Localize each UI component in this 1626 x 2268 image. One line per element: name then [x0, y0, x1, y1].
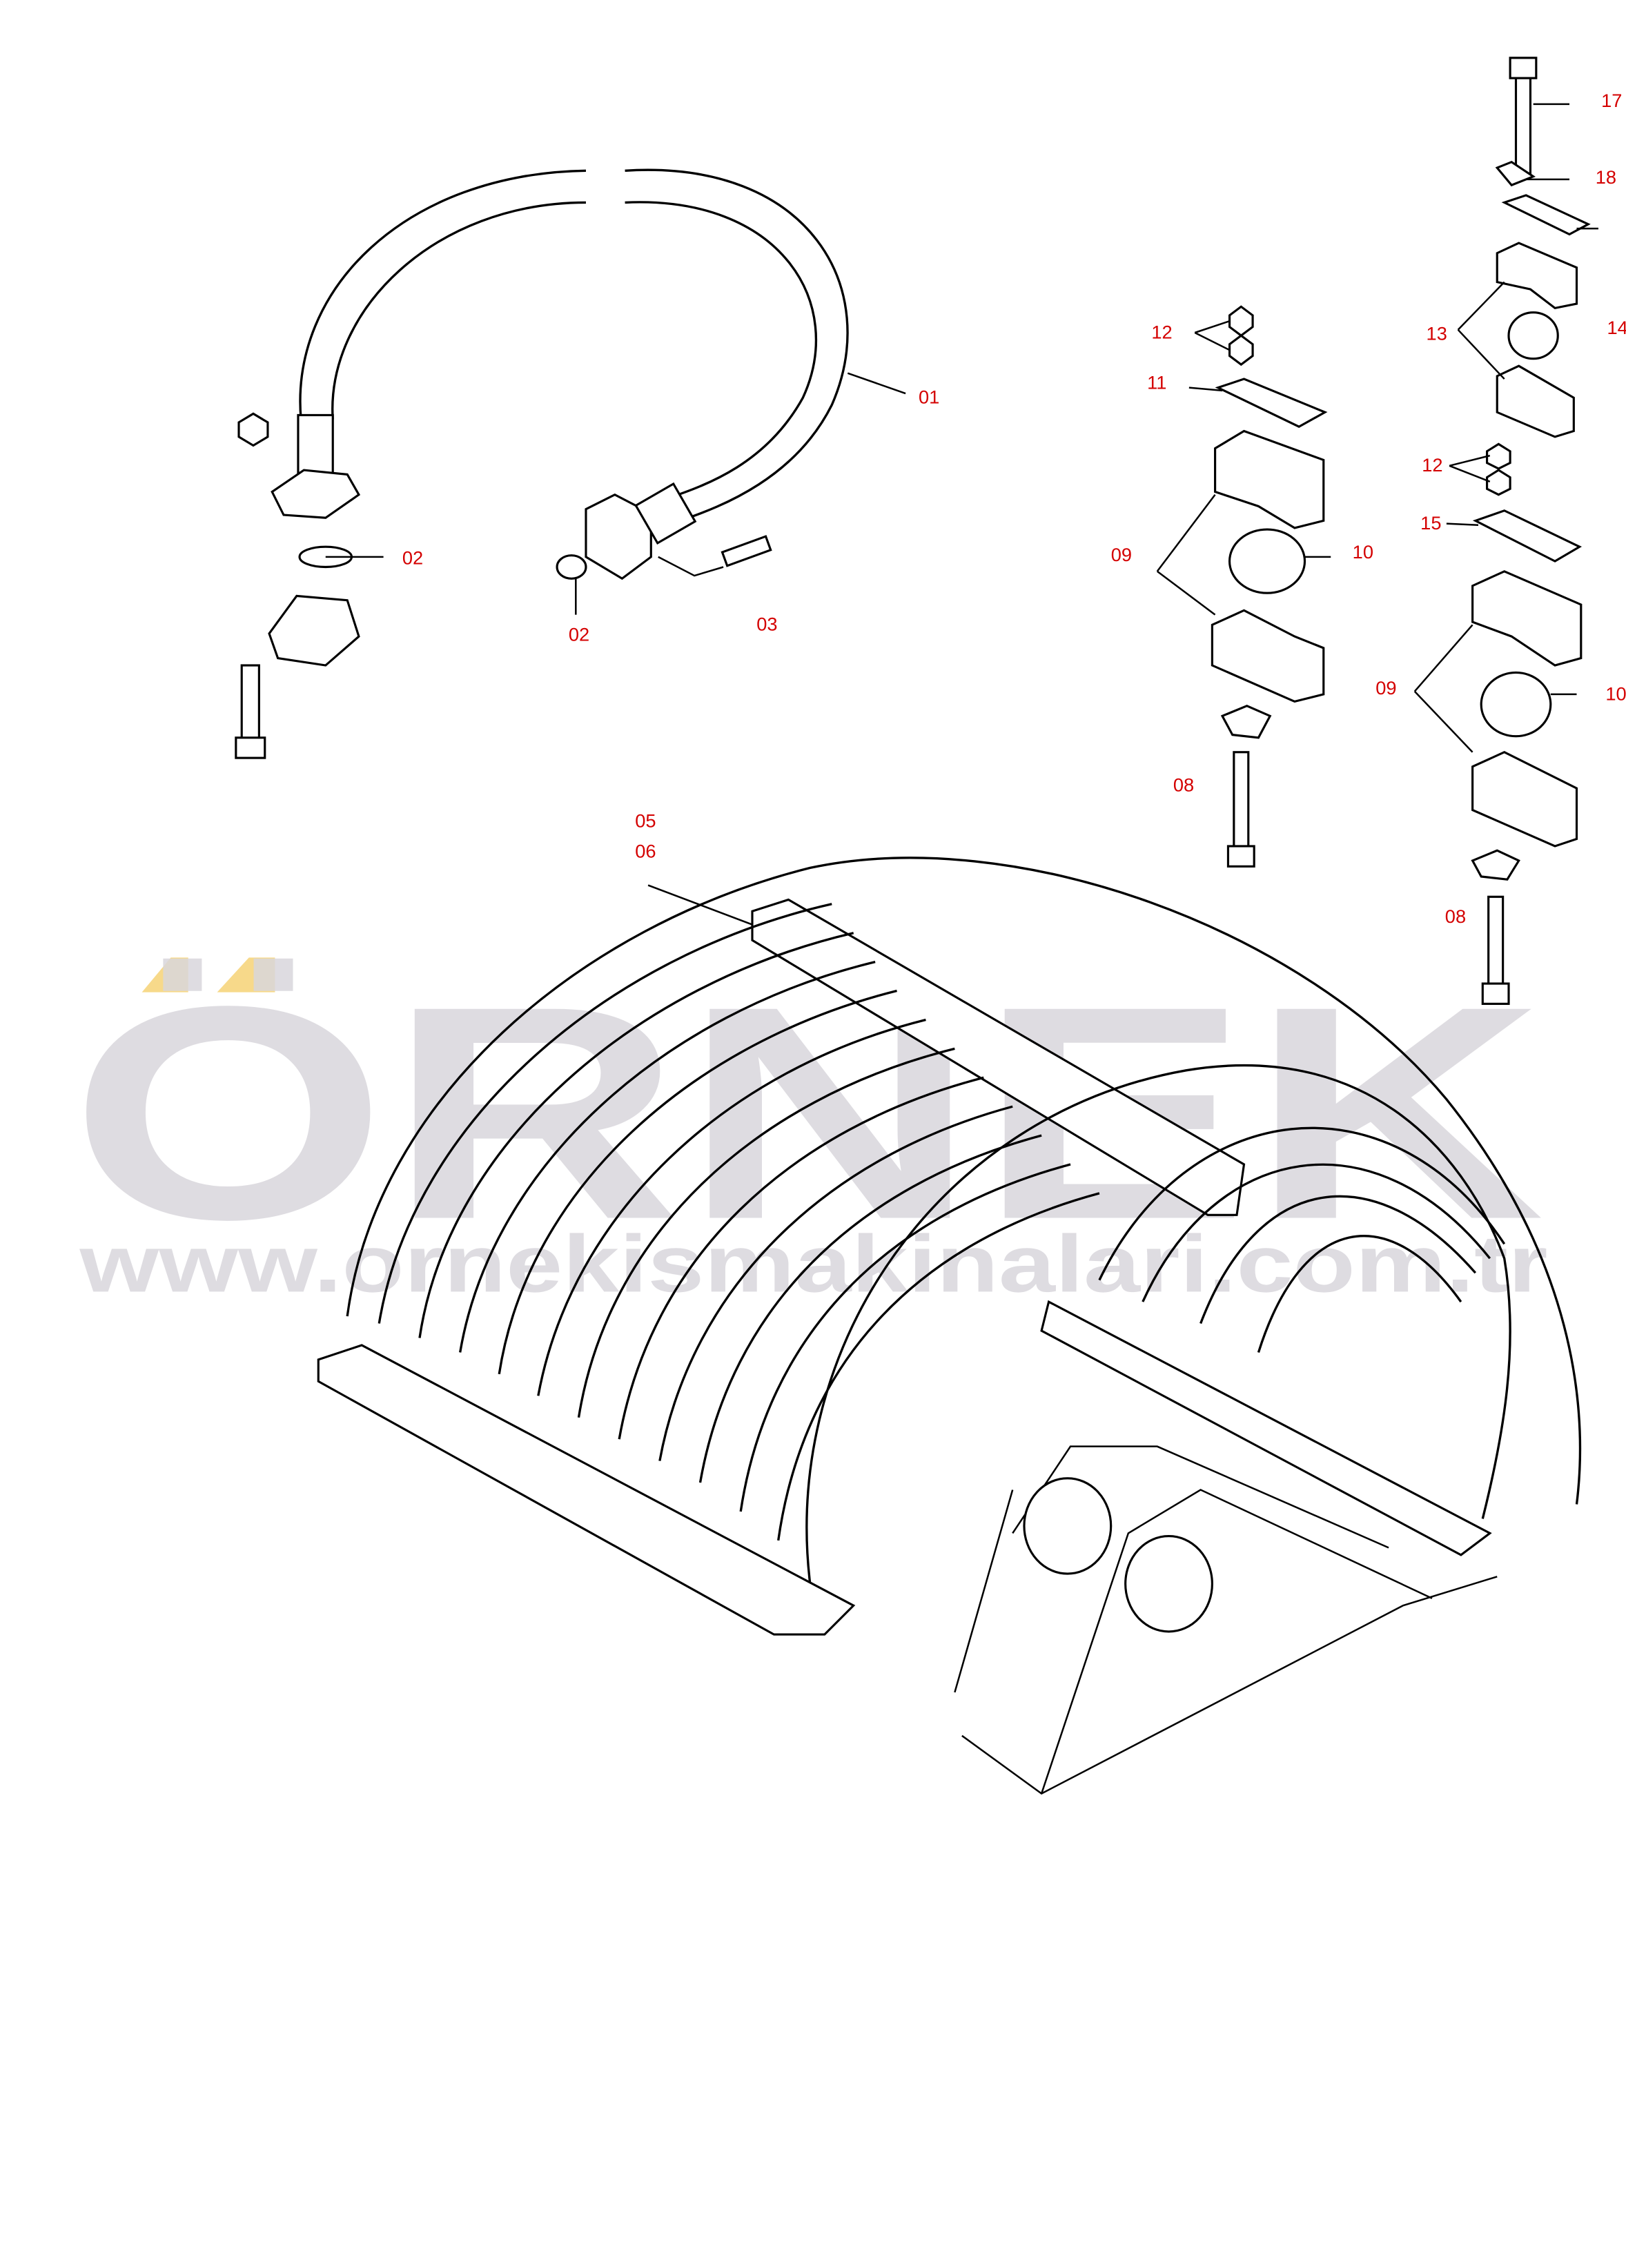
clamp-insert-10 — [1228, 528, 1306, 594]
bolt-08 — [1233, 751, 1250, 855]
pin-bore-1 — [1023, 1477, 1113, 1575]
plate-16 — [1501, 194, 1591, 236]
clamp-stack-left — [1156, 305, 1331, 868]
clamp-insert-10b — [1480, 671, 1552, 738]
weld-plate — [1220, 704, 1272, 739]
hose-bundle — [317, 857, 1582, 1636]
pin-bore-2 — [1124, 1535, 1213, 1633]
bolt-head-08 — [1226, 845, 1255, 868]
clamp-stack-right — [1413, 57, 1598, 1005]
flange-clamp — [271, 469, 361, 519]
hose-end-flange — [585, 493, 652, 580]
lower-manifold — [1040, 1300, 1492, 1556]
weld-plate-r — [1471, 849, 1520, 881]
callout-05: 05 — [635, 810, 656, 832]
hose-assembly — [235, 168, 906, 759]
callout-13: 13 — [1427, 322, 1447, 344]
bolt — [240, 664, 260, 746]
callout-12: 12 — [1151, 321, 1172, 342]
clamp-half-lower — [1211, 609, 1325, 703]
callout-09: 09 — [1375, 677, 1396, 698]
clamp-half-lower-r — [1496, 364, 1575, 438]
bolt-head-17 — [1509, 57, 1538, 79]
callout-18: 18 — [1596, 166, 1616, 188]
bolt-head-08b — [1481, 982, 1510, 1005]
clamp-half-upper-r — [1496, 242, 1578, 310]
bolt-head — [235, 736, 266, 759]
bolt-08b — [1487, 895, 1505, 993]
watermark-brand: ÖRNEK — [70, 944, 1545, 1283]
callout-06: 06 — [635, 841, 656, 862]
boom-structure — [954, 1445, 1498, 1795]
clamp-half-upper — [1214, 429, 1325, 529]
callout-03: 03 — [756, 614, 777, 635]
clamp-bar — [751, 898, 1246, 1216]
washer-18 — [1495, 160, 1536, 187]
bolt-17 — [1514, 71, 1532, 178]
callout-17: 17 — [1601, 90, 1622, 111]
callout-10: 10 — [1605, 683, 1626, 704]
o-ring-2 — [556, 554, 587, 580]
watermark-accent-left — [141, 957, 188, 993]
callout-11: 11 — [1147, 372, 1166, 393]
nut-12b — [1228, 334, 1254, 366]
nut-12d — [1486, 469, 1511, 496]
clamp-insert-14 — [1507, 311, 1559, 360]
nut — [237, 412, 269, 447]
callout-09: 09 — [1111, 544, 1132, 565]
callout-08: 08 — [1445, 906, 1466, 927]
callout-15: 15 — [1420, 512, 1441, 534]
nut-12c — [1486, 442, 1511, 470]
clamp-half-lower-r2 — [1471, 751, 1578, 848]
watermark: ÖRNEK www.ornekismakinalari.com.tr — [70, 944, 1548, 1309]
nut-12a — [1228, 305, 1254, 338]
watermark-url: www.ornekismakinalari.com.tr — [79, 1218, 1547, 1309]
plate-11 — [1215, 378, 1328, 428]
callout-14: 14 — [1607, 317, 1626, 338]
callout-02: 02 — [569, 623, 589, 645]
callout-08: 08 — [1173, 774, 1194, 795]
watermark-accent-right — [217, 957, 275, 993]
port-flange — [268, 594, 360, 667]
callout-01: 01 — [919, 387, 939, 408]
callout-12: 12 — [1422, 454, 1442, 476]
plate-15 — [1472, 509, 1583, 563]
callout-labels: 01 02 02 03 05 06 08 08 09 09 10 10 11 1… — [402, 90, 1626, 927]
hose-end-ferrule — [634, 482, 697, 545]
callout-02: 02 — [402, 547, 423, 568]
callout-10: 10 — [1353, 541, 1373, 563]
bolt-03 — [721, 535, 772, 567]
clamp-half-upper-r2 — [1471, 570, 1583, 667]
front-fittings — [317, 1344, 856, 1636]
hose-ferrule — [297, 413, 334, 474]
